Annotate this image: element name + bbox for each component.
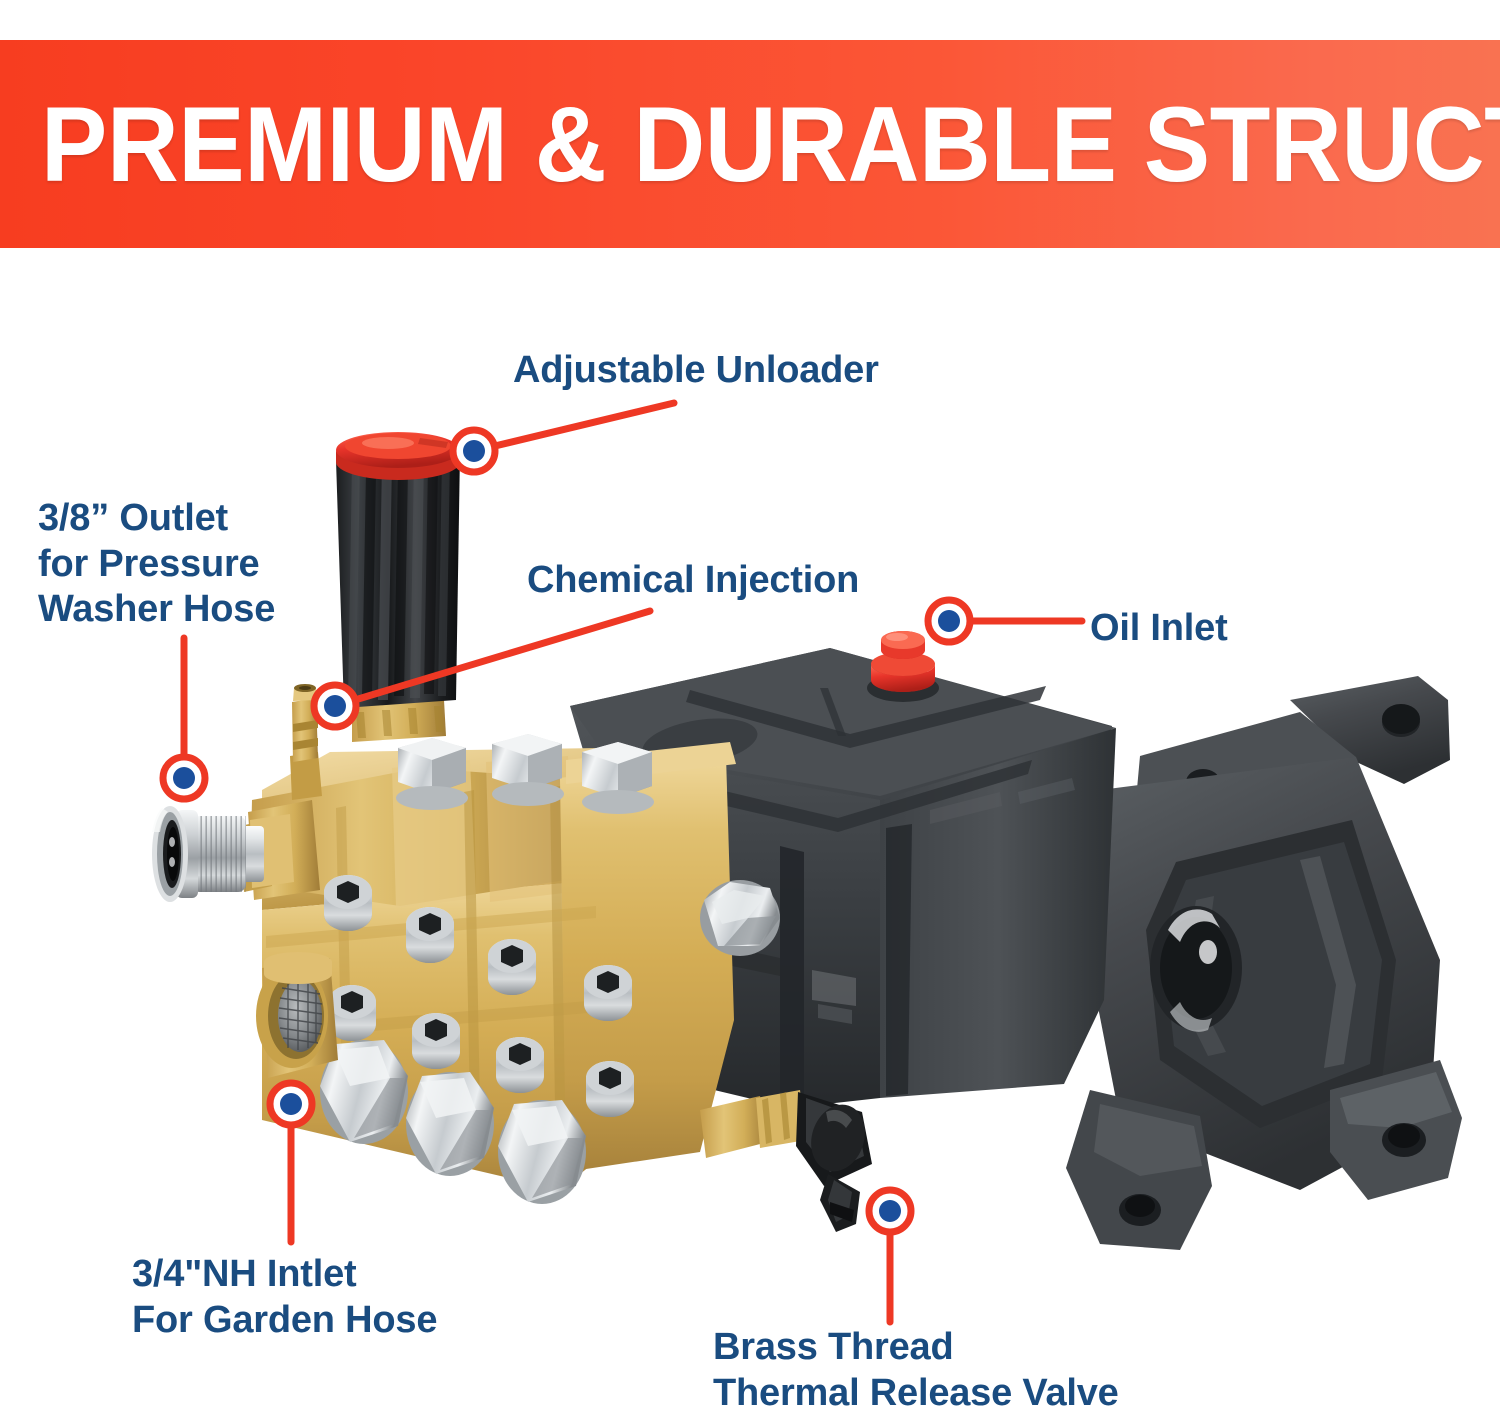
valve-plugs xyxy=(320,1040,586,1204)
banner-title: PREMIUM & DURABLE STRUCTURE xyxy=(40,83,1500,204)
callout-label-outlet-hose: 3/8” Outlet for Pressure Washer Hose xyxy=(38,497,276,631)
callout-label-thermal-valve: Brass Thread Thermal Release Valve xyxy=(713,1326,1119,1407)
thermal-release-valve xyxy=(700,1090,872,1232)
mounting-bracket xyxy=(1066,676,1462,1250)
garden-hose-inlet xyxy=(256,952,338,1078)
callout-label-adjustable-unloader: Adjustable Unloader xyxy=(513,349,879,391)
chrome-hex-bolts xyxy=(396,734,780,956)
callout-label-nh-inlet: 3/4"NH Intlet For Garden Hose xyxy=(132,1253,438,1341)
brass-manifold xyxy=(152,684,872,1232)
headline-banner: PREMIUM & DURABLE STRUCTURE xyxy=(0,40,1500,248)
callout-label-chemical-injection: Chemical Injection xyxy=(527,559,860,601)
chemical-injection-barb xyxy=(290,684,322,800)
socket-head-screws xyxy=(324,875,634,1117)
callout-label-oil-inlet: Oil Inlet xyxy=(1090,607,1228,649)
oil-fill-cap xyxy=(867,631,939,702)
adjustable-unloader-knob xyxy=(336,432,460,742)
outlet-quick-connect xyxy=(152,800,320,902)
